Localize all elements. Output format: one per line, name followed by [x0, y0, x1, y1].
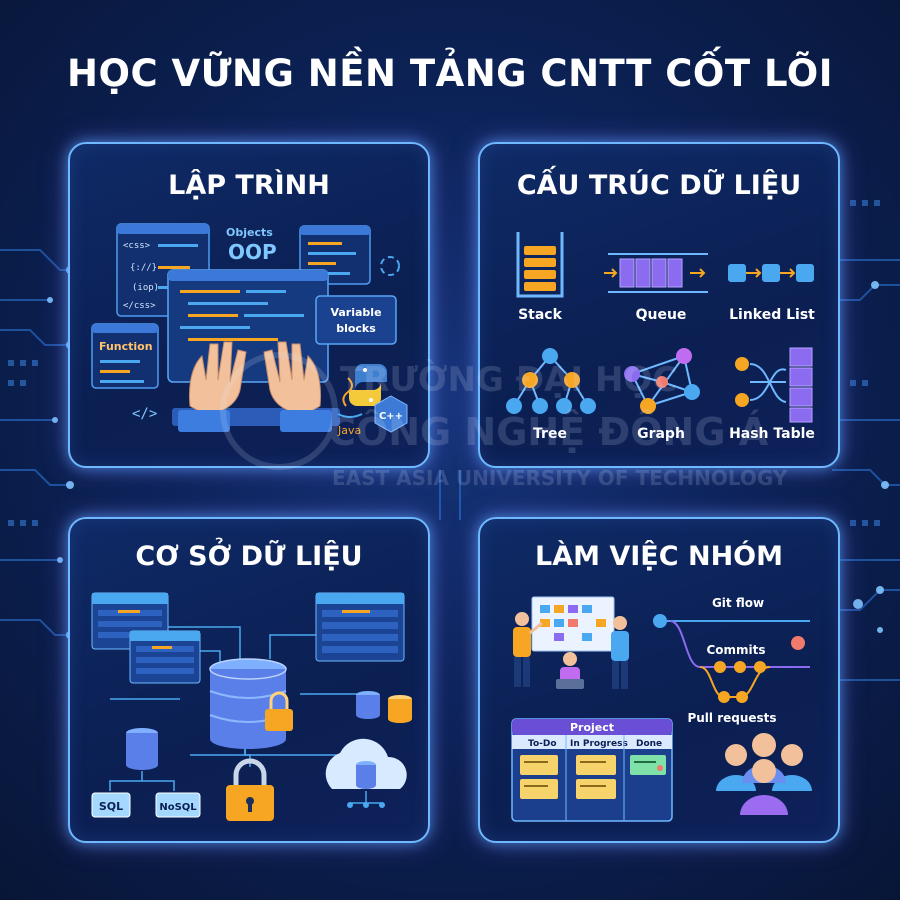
tree-label: Tree: [533, 426, 567, 442]
card-title-data-structures: CẤU TRÚC DỮ LIỆU: [516, 170, 802, 201]
java-label: Java: [337, 424, 361, 437]
card-programming: LẬP TRÌNH <css> {://} (iop) </css> Objec…: [68, 142, 430, 468]
git-branch-icon: [653, 614, 810, 703]
card-database: CƠ SỞ DỮ LIỆU: [68, 517, 430, 843]
teamwork-illustration: Git flow Commits Pull requests Project T…: [511, 596, 812, 822]
function-label: Function: [99, 340, 153, 353]
table-icon: [315, 592, 405, 662]
git-flow-label: Git flow: [712, 596, 764, 610]
code-line: (iop): [132, 283, 159, 293]
nosql-box: NoSQL: [155, 792, 201, 818]
stack-icon: [516, 232, 564, 298]
oop-label: OOP: [228, 240, 277, 264]
database-icon: [109, 728, 175, 791]
code-symbol-icon: </>: [132, 406, 157, 422]
code-line: </css>: [123, 301, 156, 311]
card-data-structures: CẤU TRÚC DỮ LIỆU Stack Q: [478, 142, 840, 468]
linked-list-icon: [728, 264, 814, 282]
sql-box: SQL: [91, 792, 131, 818]
java-icon: Java: [337, 377, 363, 437]
queue-label: Queue: [636, 307, 687, 323]
data-structures-illustration: Stack Queue Linked List: [506, 232, 815, 442]
board-column-done: Done: [636, 739, 662, 749]
linked-list-label: Linked List: [729, 307, 815, 323]
keyboard-hands-icon: [172, 341, 340, 432]
lock-icon: [265, 691, 293, 731]
database-icon: [356, 691, 412, 723]
card-title-programming: LẬP TRÌNH: [168, 170, 330, 201]
card-title-teamwork: LÀM VIỆC NHÓM: [535, 541, 783, 572]
code-line: <css>: [123, 241, 151, 251]
queue-icon: [604, 253, 708, 293]
project-board: Project To-Do In Progress Done: [511, 718, 673, 822]
graph-label: Graph: [637, 426, 685, 442]
blocks-label: blocks: [336, 322, 376, 335]
page-title: HỌC VỮNG NỀN TẢNG CNTT CỐT LÕI: [67, 52, 833, 95]
hash-table-icon: [735, 347, 813, 423]
table-icon: [129, 630, 201, 684]
lock-icon: [226, 758, 274, 821]
database-illustration: SQL NoSQL: [91, 592, 412, 821]
variable-blocks-box: Variable blocks: [315, 295, 397, 345]
team-icon: [716, 733, 812, 815]
objects-label: Objects: [226, 226, 273, 239]
tree-icon: [506, 348, 596, 414]
refresh-icon: [380, 256, 400, 276]
sql-label: SQL: [99, 800, 123, 813]
code-line: {://}: [130, 263, 157, 273]
database-icon: [209, 658, 287, 749]
stack-label: Stack: [518, 307, 563, 323]
variable-label: Variable: [330, 306, 381, 319]
pull-requests-label: Pull requests: [687, 711, 776, 725]
nosql-label: NoSQL: [159, 802, 197, 813]
programming-illustration: <css> {://} (iop) </css> Objects OOP: [91, 223, 408, 437]
board-column-todo: To-Do: [528, 739, 557, 749]
card-title-database: CƠ SỞ DỮ LIỆU: [135, 541, 363, 572]
function-window: Function: [91, 323, 159, 389]
python-icon: [349, 364, 387, 406]
cpp-label: C++: [379, 411, 403, 422]
board-title: Project: [570, 721, 614, 734]
card-teamwork: LÀM VIỆC NHÓM: [478, 517, 840, 843]
commits-label: Commits: [706, 643, 765, 657]
graph-icon: [624, 348, 700, 414]
main-code-window: [167, 269, 329, 383]
cloud-database-icon: [325, 738, 407, 808]
board-column-in-progress: In Progress: [570, 739, 628, 749]
hash-table-label: Hash Table: [729, 426, 815, 442]
cpp-icon: C++: [374, 395, 408, 433]
team-meeting-icon: [513, 596, 629, 689]
